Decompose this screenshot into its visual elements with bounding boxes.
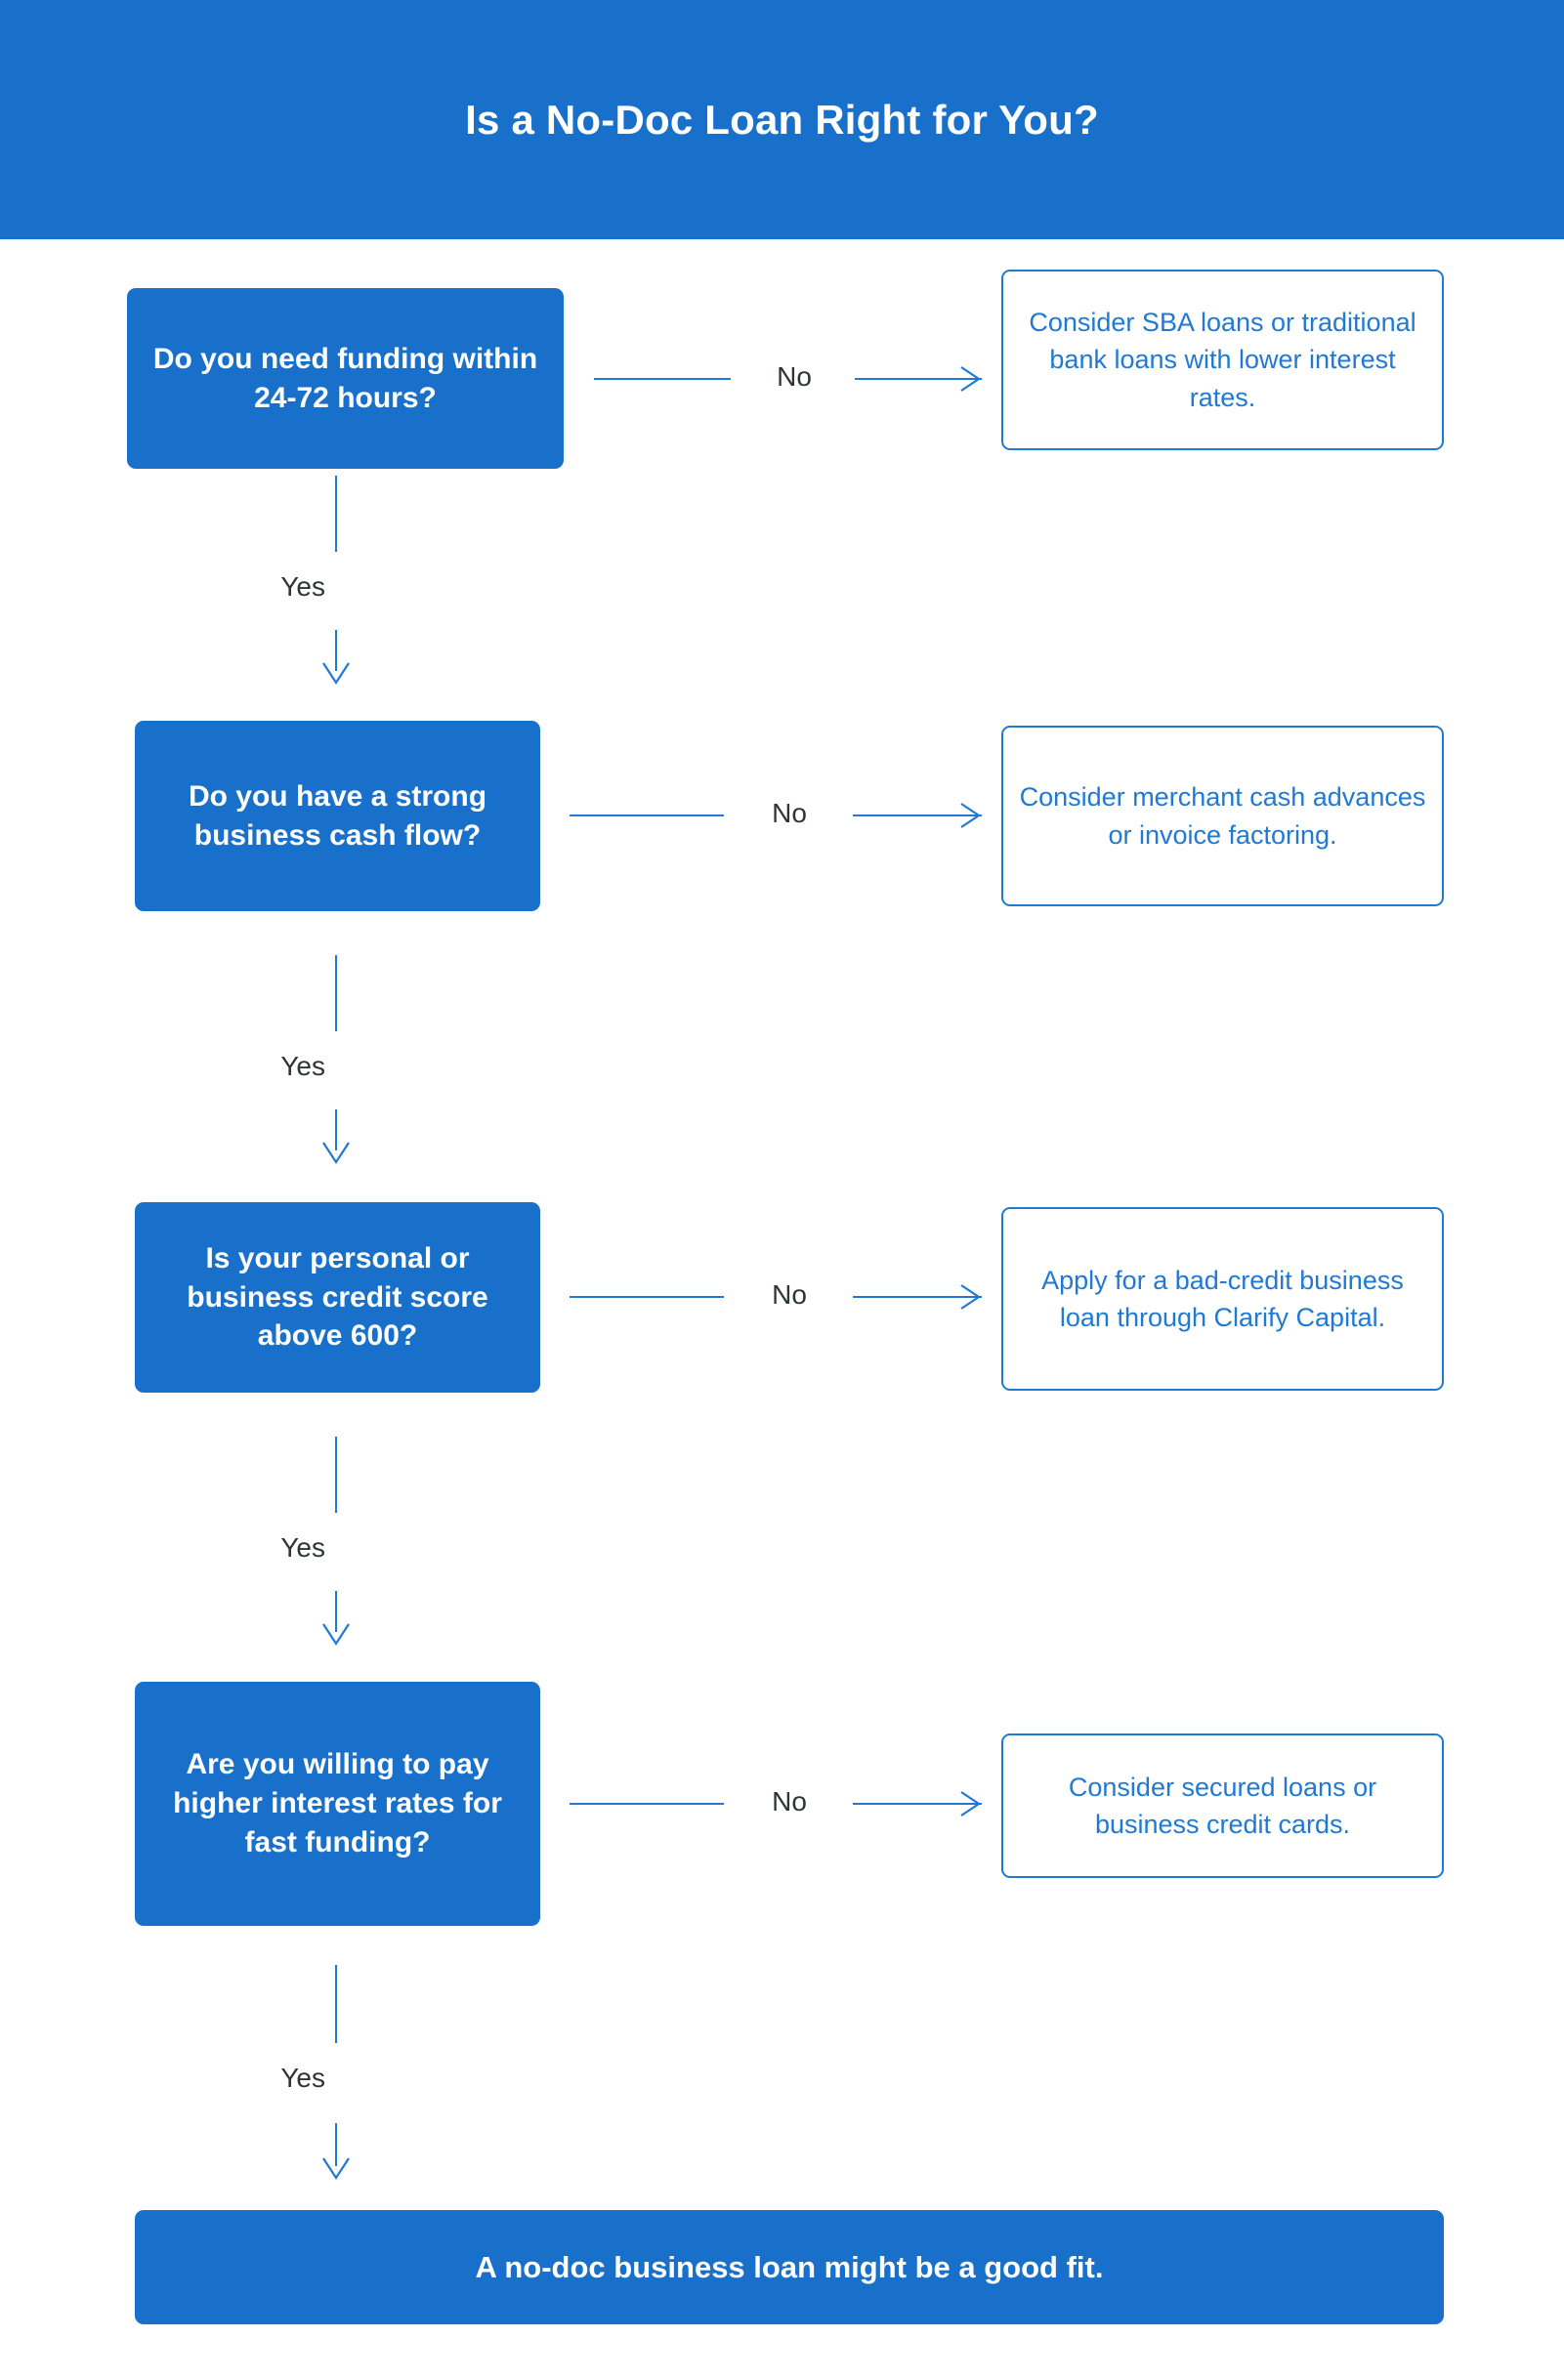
decision-box-3[interactable]: Is your personal or business credit scor…: [135, 1202, 540, 1393]
decision-label-3: Is your personal or business credit scor…: [187, 1241, 488, 1353]
arrow-right-icon-2: [960, 803, 981, 828]
yes-line-top-4: [335, 1965, 337, 2043]
arrow-down-icon-1: [322, 662, 350, 686]
header-banner: Is a No-Doc Loan Right for You?: [0, 0, 1564, 239]
arrow-right-icon-3: [960, 1284, 981, 1310]
outcome-box-4[interactable]: Consider secured loans or business credi…: [1001, 1733, 1444, 1878]
page-title: Is a No-Doc Loan Right for You?: [465, 96, 1099, 143]
arrow-down-icon-2: [322, 1142, 350, 1165]
decision-box-1[interactable]: Do you need funding within 24-72 hours?: [127, 288, 564, 469]
no-label-4: No: [772, 1786, 807, 1816]
outcome-box-3[interactable]: Apply for a bad-credit business loan thr…: [1001, 1207, 1444, 1391]
no-line-right-2: [853, 814, 982, 816]
outcome-label-4: Consider secured loans or business credi…: [1068, 1772, 1377, 1839]
no-label-1: No: [777, 361, 812, 392]
arrow-right-icon-1: [960, 366, 981, 392]
yes-connector-1: Yes: [280, 476, 350, 690]
yes-line-top-1: [335, 476, 337, 552]
outcome-box-1[interactable]: Consider SBA loans or traditional bank l…: [1001, 270, 1444, 450]
yes-line-bottom-1: [335, 630, 337, 671]
decision-label-2: Do you have a strong business cash flow?: [188, 779, 487, 852]
outcome-box-2[interactable]: Consider merchant cash advances or invoi…: [1001, 726, 1444, 906]
yes-line-top-2: [335, 955, 337, 1031]
no-connector-3: No: [562, 1268, 1006, 1326]
no-line-left-3: [570, 1296, 724, 1298]
no-line-right-3: [853, 1296, 982, 1298]
no-line-right-4: [853, 1803, 982, 1805]
no-line-left-1: [594, 378, 731, 380]
yes-connector-3: Yes: [280, 1437, 350, 1651]
no-connector-1: No: [586, 350, 1006, 408]
yes-line-bottom-2: [335, 1109, 337, 1150]
no-connector-2: No: [562, 786, 1006, 845]
yes-line-bottom-3: [335, 1591, 337, 1632]
yes-connector-2: Yes: [280, 955, 350, 1170]
arrow-down-icon-4: [322, 2157, 350, 2181]
decision-box-4[interactable]: Are you willing to pay higher interest r…: [135, 1682, 540, 1926]
decision-label-1: Do you need funding within 24-72 hours?: [152, 342, 538, 414]
yes-line-top-3: [335, 1437, 337, 1513]
no-line-left-4: [570, 1803, 724, 1805]
yes-line-bottom-4: [335, 2123, 337, 2166]
no-label-3: No: [772, 1279, 807, 1310]
yes-label-1: Yes: [280, 571, 325, 602]
decision-label-4: Are you willing to pay higher interest r…: [173, 1748, 502, 1858]
no-connector-4: No: [562, 1775, 1006, 1833]
arrow-down-icon-3: [322, 1623, 350, 1647]
yes-connector-4: Yes: [280, 1965, 350, 2190]
yes-label-3: Yes: [280, 1532, 325, 1563]
yes-label-4: Yes: [280, 2063, 325, 2093]
conclusion-label: A no-doc business loan might be a good f…: [475, 2249, 1104, 2284]
outcome-label-2: Consider merchant cash advances or invoi…: [1019, 782, 1426, 850]
yes-label-2: Yes: [280, 1051, 325, 1081]
no-line-right-1: [855, 378, 982, 380]
arrow-right-icon-4: [960, 1791, 981, 1816]
outcome-label-1: Consider SBA loans or traditional bank l…: [1029, 308, 1416, 412]
decision-box-2[interactable]: Do you have a strong business cash flow?: [135, 721, 540, 911]
no-label-2: No: [772, 798, 807, 828]
outcome-label-3: Apply for a bad-credit business loan thr…: [1041, 1265, 1404, 1332]
no-line-left-2: [570, 814, 724, 816]
conclusion-bar[interactable]: A no-doc business loan might be a good f…: [135, 2210, 1444, 2324]
